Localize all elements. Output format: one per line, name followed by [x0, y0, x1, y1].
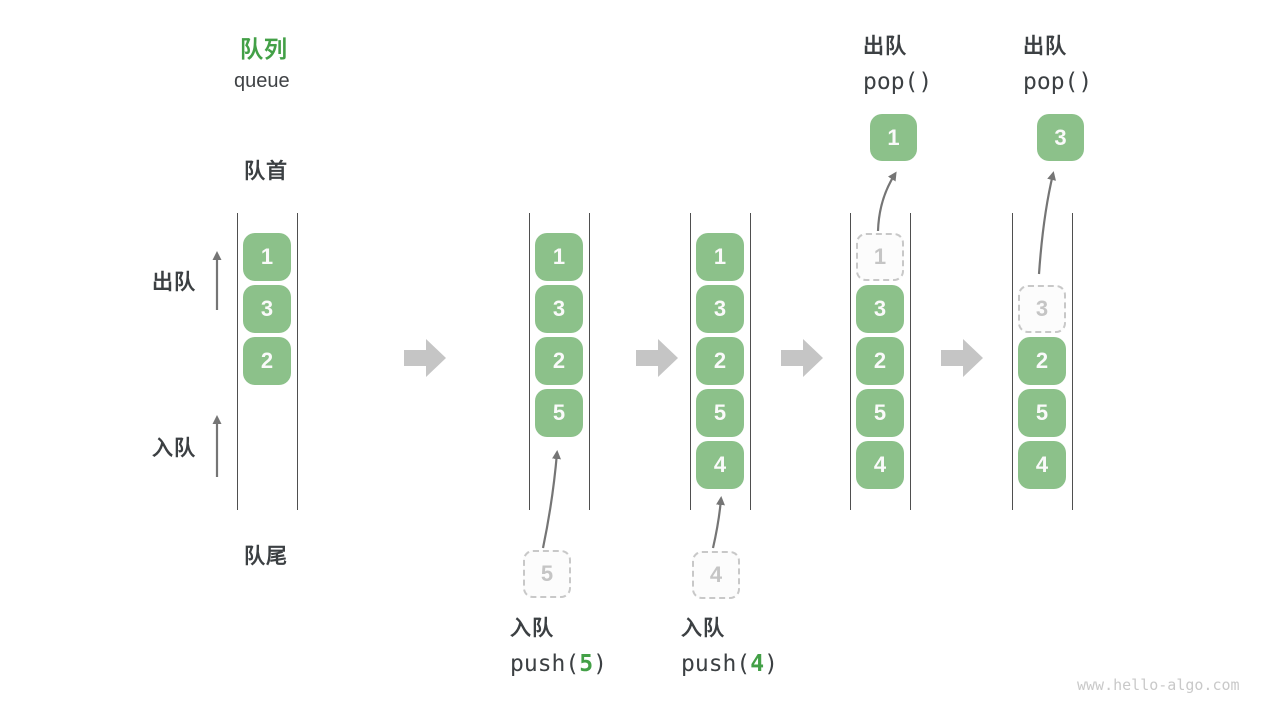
queue-rear-label: 队尾: [244, 545, 288, 568]
queue-column-5: 3 2 5 4: [1012, 213, 1073, 510]
push-arg: 4: [750, 651, 765, 677]
staged-value-box: 4: [692, 551, 740, 599]
queue-cell: 3: [535, 285, 583, 333]
push-operation-4: 入队 push(4): [681, 612, 778, 677]
queue-cell: 3: [243, 285, 291, 333]
state-transition-arrow-icon: [781, 339, 823, 377]
queue-column-1: 1 3 2: [237, 213, 298, 510]
dequeue-label: 出队: [152, 271, 196, 294]
diagram-title-zh: 队列: [240, 36, 288, 62]
queue-cell: 3: [856, 285, 904, 333]
state-transition-arrow-icon: [636, 339, 678, 377]
queue-cell: 3: [696, 285, 744, 333]
pop-code: pop(): [1023, 69, 1093, 95]
queue-cell: 2: [696, 337, 744, 385]
push-code: push(4): [681, 651, 778, 677]
queue-column-4: 1 3 2 5 4: [850, 213, 911, 510]
diagram-title-en: queue: [234, 70, 290, 92]
queue-cell-removed: 3: [1018, 285, 1066, 333]
push-operation-5: 入队 push(5): [510, 612, 607, 677]
pop-operation-1: 出队 pop(): [863, 30, 932, 95]
push-arg: 5: [579, 651, 594, 677]
queue-cell: 4: [856, 441, 904, 489]
queue-cell: 1: [243, 233, 291, 281]
pop-label-zh: 出队: [1023, 35, 1067, 58]
queue-cell: 4: [696, 441, 744, 489]
pop-code: pop(): [863, 69, 933, 95]
push-label-zh: 入队: [681, 617, 725, 640]
popped-value-box: 1: [870, 114, 917, 161]
watermark: www.hello-algo.com: [1077, 676, 1240, 694]
enqueue-label: 入队: [152, 437, 196, 460]
state-transition-arrow-icon: [941, 339, 983, 377]
queue-cell: 1: [696, 233, 744, 281]
pop-operation-2: 出队 pop(): [1023, 30, 1092, 95]
queue-cell: 5: [856, 389, 904, 437]
pop-label-zh: 出队: [863, 35, 907, 58]
queue-cell: 2: [535, 337, 583, 385]
queue-cell: 5: [535, 389, 583, 437]
queue-cell: 1: [535, 233, 583, 281]
staged-value-box: 5: [523, 550, 571, 598]
push-label-zh: 入队: [510, 617, 554, 640]
queue-cell: 5: [696, 389, 744, 437]
queue-cell: 2: [856, 337, 904, 385]
state-transition-arrow-icon: [404, 339, 446, 377]
queue-cell: 2: [1018, 337, 1066, 385]
popped-value-box: 3: [1037, 114, 1084, 161]
queue-cell: 5: [1018, 389, 1066, 437]
queue-front-label: 队首: [244, 160, 288, 183]
queue-cell-removed: 1: [856, 233, 904, 281]
queue-cell: 4: [1018, 441, 1066, 489]
queue-column-3: 1 3 2 5 4: [690, 213, 751, 510]
push-code: push(5): [510, 651, 607, 677]
queue-cell: 2: [243, 337, 291, 385]
queue-column-2: 1 3 2 5: [529, 213, 590, 510]
